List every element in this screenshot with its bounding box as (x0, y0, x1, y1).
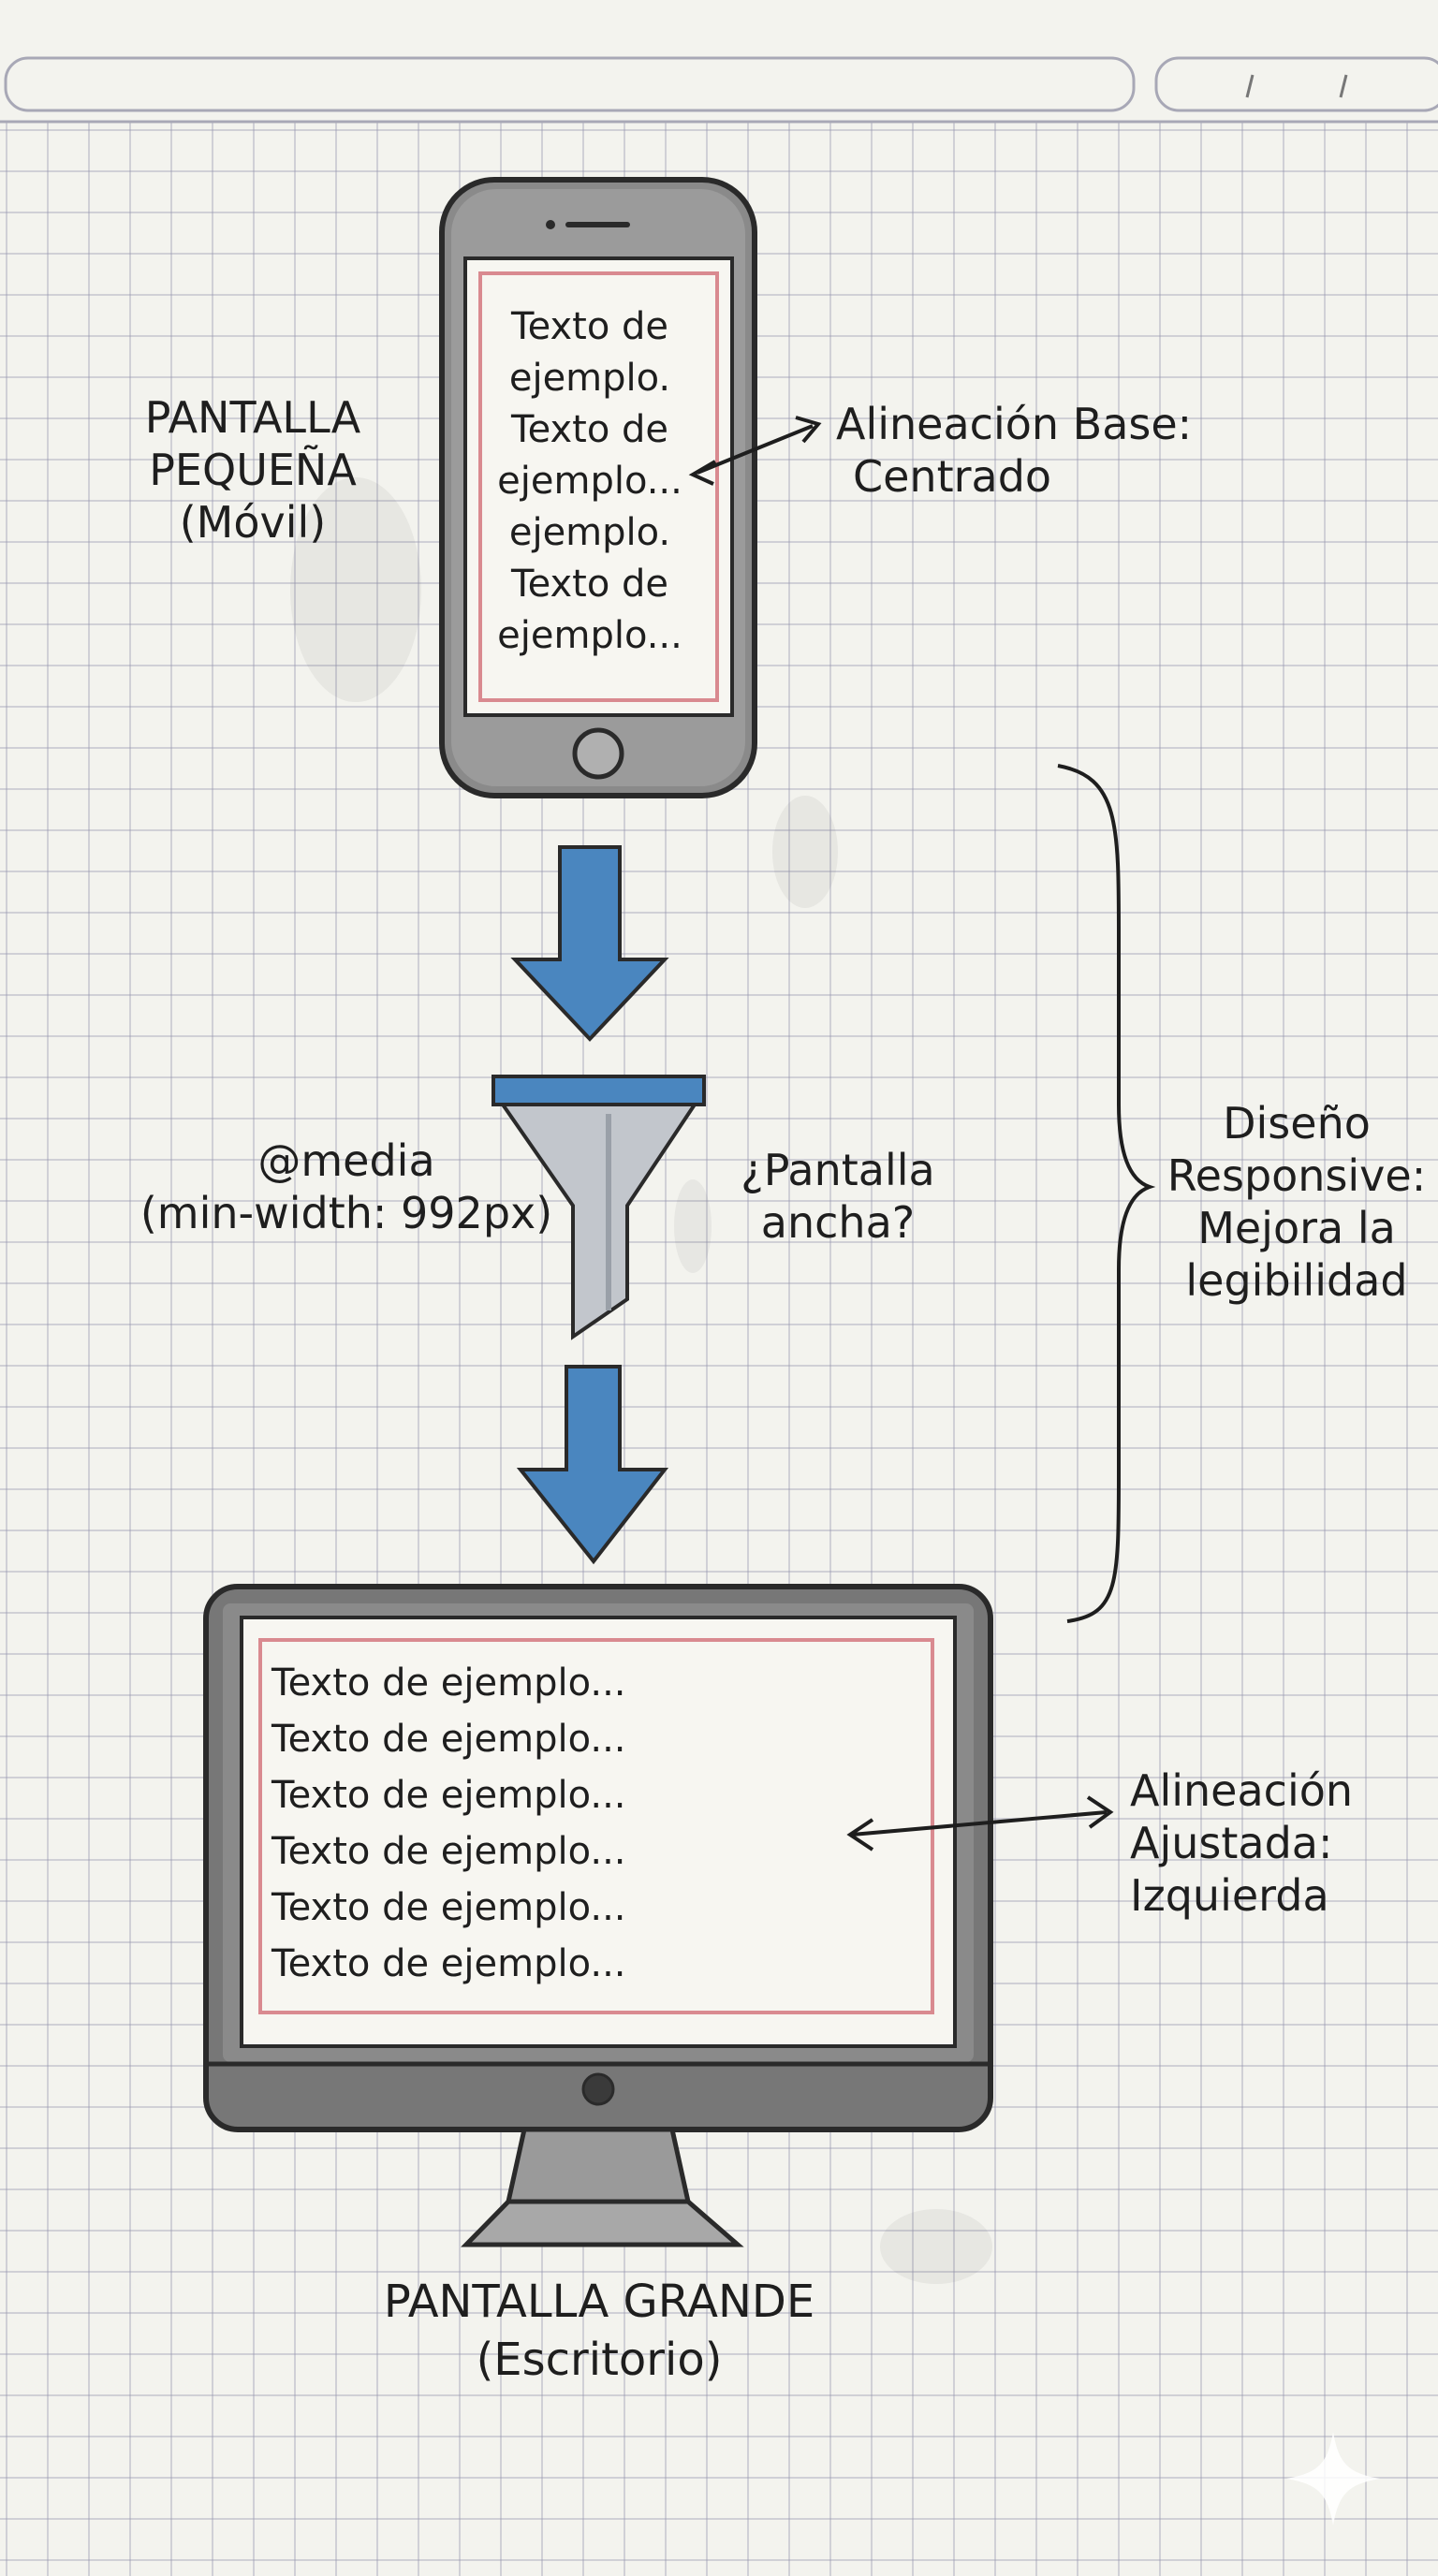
blue-arrow-down-icon (510, 845, 669, 1042)
wide-screen-question-line: ¿Pantalla (741, 1145, 935, 1195)
base-alignment-arrow-head (795, 416, 822, 444)
blue-arrow-down-icon (516, 1365, 669, 1565)
header-date-slash (1339, 74, 1348, 98)
base-alignment-label-line: Alineación Base: (836, 399, 1193, 449)
responsive-design-label-line: Responsive: (1167, 1150, 1427, 1201)
monitor-stand-base (461, 2199, 744, 2247)
header-field-box (4, 56, 1136, 112)
phone-text-line: ejemplo. (508, 511, 671, 554)
responsive-design-label-line: Diseño (1223, 1098, 1371, 1149)
phone-text-line: ejemplo. (508, 357, 671, 400)
responsive-design-label: Diseño Responsive: Mejora la legibilidad (1161, 1097, 1432, 1307)
monitor-text-line: Texto de ejemplo... (271, 1661, 626, 1705)
phone-screen (463, 256, 734, 717)
phone-text-line: Texto de (510, 563, 669, 606)
funnel-icon (499, 1103, 698, 1340)
media-query-label-line: (min-width: 992px) (139, 1188, 553, 1238)
responsive-design-label-line: legibilidad (1185, 1255, 1408, 1306)
smudge (674, 1179, 712, 1273)
phone-text-line: ejemplo... (497, 614, 682, 657)
phone-text-line: Texto de (510, 408, 669, 451)
phone-screen-text: Texto de ejemplo. Texto de ejemplo... ej… (473, 301, 707, 662)
adjusted-alignment-label-line: Izquierda (1130, 1870, 1329, 1921)
large-screen-label: PANTALLA GRANDE (Escritorio) (318, 2273, 880, 2389)
smudge (290, 477, 421, 702)
large-screen-label-line: PANTALLA GRANDE (383, 2276, 815, 2328)
adjusted-alignment-arrow-line (851, 1810, 1108, 1837)
monitor-text-line: Texto de ejemplo... (271, 1830, 626, 1873)
media-query-label-line: @media (257, 1135, 435, 1186)
smudge (880, 2209, 992, 2284)
monitor-stand-neck (505, 2127, 692, 2204)
base-alignment-label-line: Centrado (853, 451, 1052, 502)
adjusted-alignment-arrow-head (1086, 1795, 1114, 1829)
media-query-label: @media (min-width: 992px) (131, 1134, 562, 1239)
adjusted-alignment-label-line: Ajustada: (1130, 1818, 1333, 1868)
phone-text-line: Texto de (510, 305, 669, 348)
monitor-screen-text: Texto de ejemplo... Texto de ejemplo... … (271, 1655, 833, 1992)
page-header-strip (0, 0, 1438, 122)
curly-brace (1057, 764, 1156, 1623)
header-date-slash (1245, 74, 1255, 98)
small-screen-label-line: PEQUEÑA (149, 445, 357, 495)
adjusted-alignment-label: Alineación Ajustada: Izquierda (1130, 1764, 1353, 1922)
monitor-text-line: Texto de ejemplo... (271, 1718, 626, 1761)
adjusted-alignment-label-line: Alineación (1130, 1765, 1354, 1816)
monitor-text-line: Texto de ejemplo... (271, 1886, 626, 1929)
phone-text-line: ejemplo... (497, 460, 682, 503)
smudge (772, 796, 838, 908)
phone-screen-red-border (478, 271, 719, 702)
responsive-design-label-line: Mejora la (1197, 1203, 1396, 1253)
large-screen-label-line: (Escritorio) (476, 2334, 723, 2386)
base-alignment-arrow-line (697, 424, 814, 475)
monitor-text-line: Texto de ejemplo... (271, 1942, 626, 1985)
header-date-box (1154, 56, 1438, 112)
base-alignment-label: Alineación Base: Centrado (836, 398, 1192, 503)
wide-screen-question-label: ¿Pantalla ancha? (721, 1144, 955, 1249)
phone-camera (546, 220, 555, 229)
small-screen-label-line: PANTALLA (144, 392, 361, 443)
wide-screen-question-line: ancha? (760, 1197, 916, 1248)
small-screen-label-line: (Móvil) (179, 497, 327, 548)
monitor-camera (581, 2072, 615, 2106)
small-screen-label: PANTALLA PEQUEÑA (Móvil) (122, 391, 384, 549)
phone-home-button (572, 727, 624, 780)
funnel-rim (492, 1075, 706, 1106)
monitor-screen (240, 1616, 957, 2048)
monitor-text-line: Texto de ejemplo... (271, 1774, 626, 1817)
base-alignment-arrow-head (688, 460, 717, 486)
adjusted-alignment-arrow-head (846, 1818, 874, 1852)
sparkle-icon (1286, 2432, 1380, 2525)
